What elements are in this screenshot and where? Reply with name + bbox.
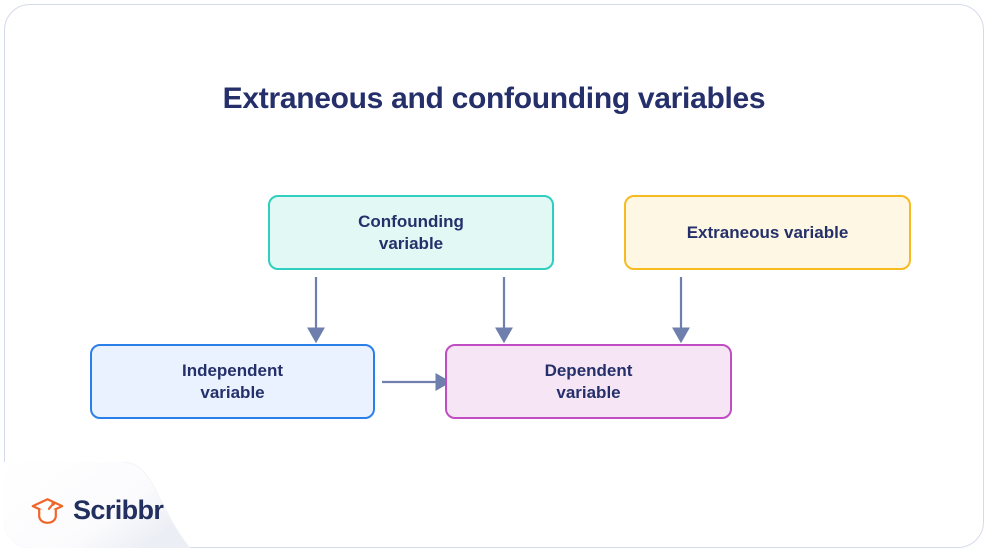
- scribbr-wordmark: Scribbr: [73, 495, 164, 525]
- node-label: Confounding variable: [358, 211, 464, 255]
- graduation-cap-icon: [31, 497, 64, 524]
- page-title: Extraneous and confounding variables: [222, 82, 766, 115]
- content-card: [4, 4, 984, 548]
- logo-tab-shape: [4, 462, 191, 548]
- node-label: Dependent variable: [545, 360, 633, 404]
- node-label-line1: Independent: [181, 360, 284, 380]
- node-label: Extraneous variable: [686, 222, 849, 242]
- node-label-line1: Confounding: [358, 211, 464, 231]
- node-confounding-variable[interactable]: Confounding variable: [268, 195, 554, 270]
- node-extraneous-variable[interactable]: Extraneous variable: [624, 195, 911, 270]
- node-label-line2: variable: [200, 382, 265, 402]
- node-label: Independent variable: [182, 360, 283, 404]
- logo-tab: Scribbr: [4, 462, 200, 548]
- node-independent-variable[interactable]: Independent variable: [90, 344, 375, 419]
- node-label-line2: variable: [556, 382, 621, 402]
- node-label-line2: variable: [378, 233, 444, 253]
- node-label-line1: Dependent: [544, 360, 633, 380]
- scribbr-logo[interactable]: Scribbr: [31, 495, 164, 526]
- node-dependent-variable[interactable]: Dependent variable: [445, 344, 732, 419]
